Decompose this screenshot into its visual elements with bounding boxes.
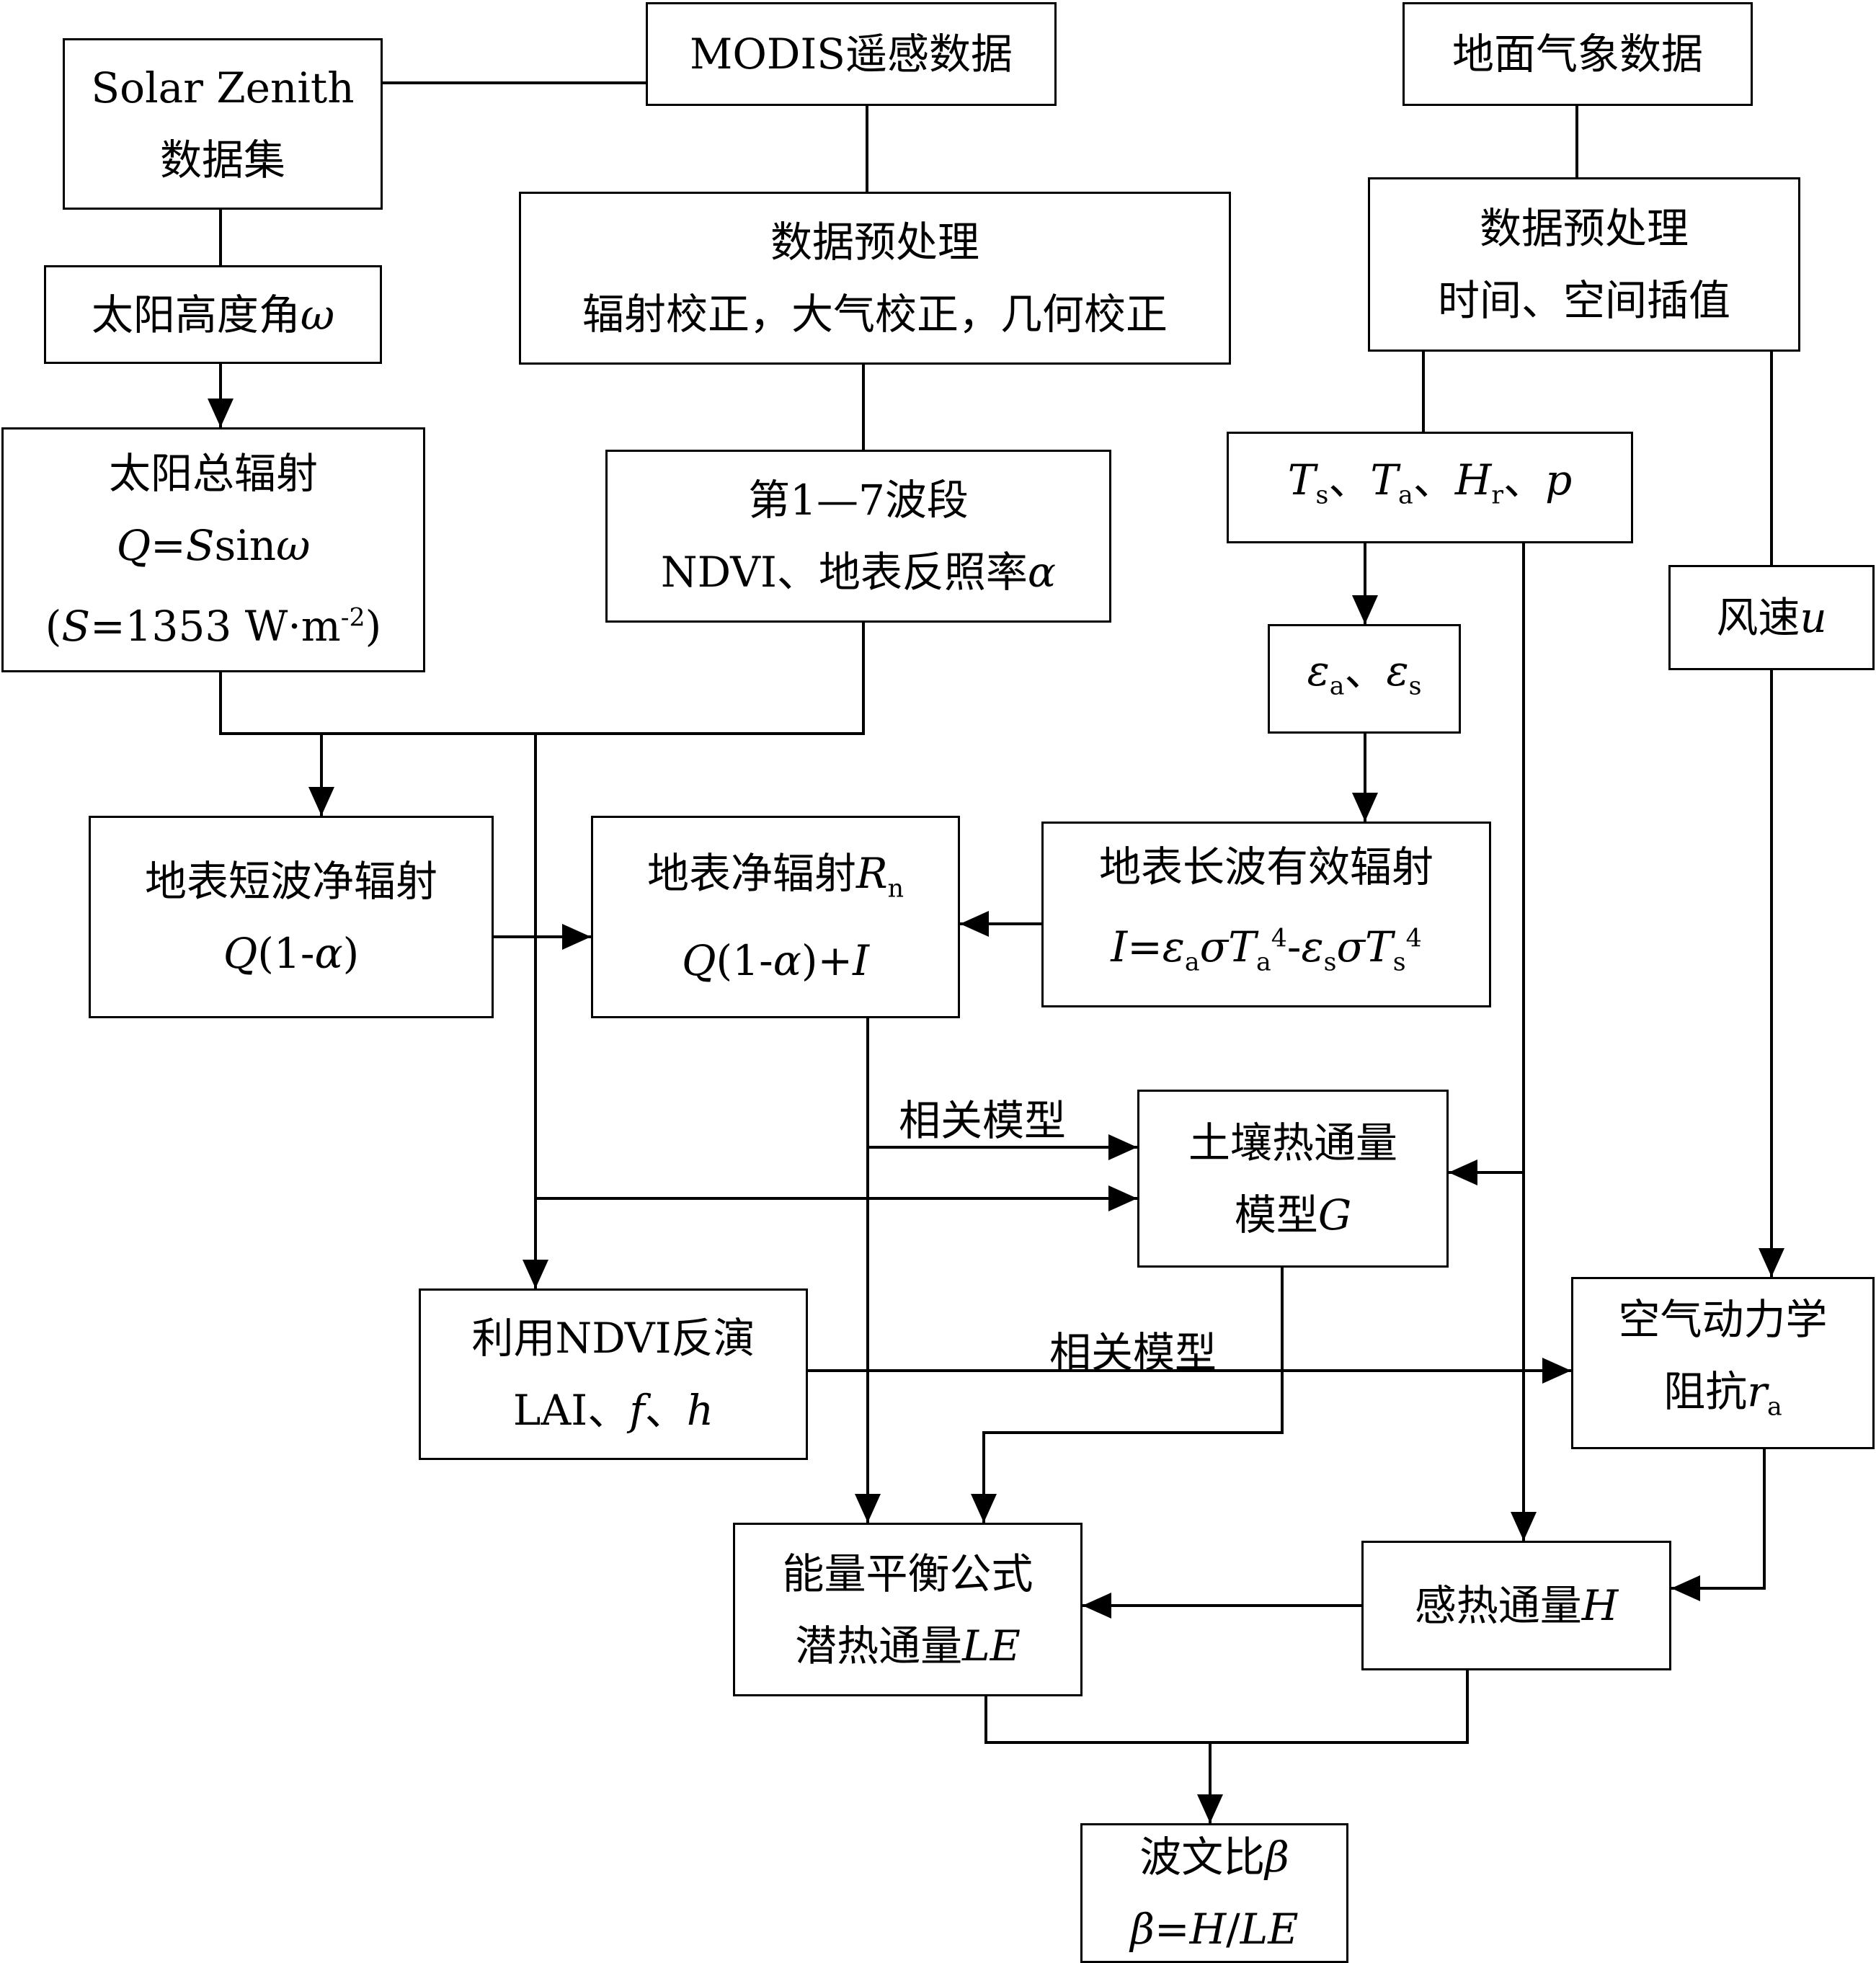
node-shortwave: 地表短波净辐射 Q(1-α) bbox=[89, 816, 494, 1018]
arrowhead-18 bbox=[1108, 1134, 1137, 1160]
arrowhead-16 bbox=[562, 924, 591, 950]
node-solar-zenith-line2: 数据集 bbox=[159, 135, 285, 184]
node-met-vars-line1: Ts、Ta、Hr、p bbox=[1287, 455, 1573, 510]
node-sensible-heat-line1: 感热通量H bbox=[1414, 1581, 1619, 1630]
node-sun-altitude-line1: 太阳高度角ω bbox=[91, 290, 335, 339]
node-bands: 第1—7波段 NDVI、地表反照率α bbox=[605, 450, 1111, 623]
node-preproc-modis-line2: 辐射校正，大气校正，几何校正 bbox=[582, 290, 1168, 339]
node-soil-heat-line2: 模型G bbox=[1234, 1190, 1352, 1239]
node-bowen-line2: β=H/LE bbox=[1130, 1905, 1299, 1954]
node-sensible-heat: 感热通量H bbox=[1361, 1541, 1671, 1670]
node-preproc-modis-line1: 数据预处理 bbox=[770, 218, 979, 267]
node-ndvi-inversion-line1: 利用NDVI反演 bbox=[471, 1314, 755, 1363]
node-shortwave-line1: 地表短波净辐射 bbox=[144, 856, 437, 906]
node-bands-line2: NDVI、地表反照率α bbox=[660, 548, 1057, 597]
node-total-radiation-line3: (S=1353 W·m-2) bbox=[45, 601, 382, 651]
node-soil-heat-line1: 土壤热通量 bbox=[1188, 1118, 1397, 1167]
arrowhead-10 bbox=[308, 787, 334, 816]
arrowhead-22 bbox=[1542, 1358, 1571, 1384]
node-longwave-line2: I=εaσTa4-εsσTs4 bbox=[1111, 922, 1422, 977]
node-sun-altitude: 太阳高度角ω bbox=[44, 265, 382, 364]
node-preproc-met: 数据预处理 时间、空间插值 bbox=[1368, 177, 1800, 352]
node-energy-balance: 能量平衡公式 潜热通量LE bbox=[733, 1523, 1083, 1696]
edge-label-related-model-aero: 相关模型 bbox=[1049, 1328, 1217, 1377]
node-bowen-line1: 波文比β bbox=[1139, 1833, 1289, 1882]
arrowhead-27 bbox=[1197, 1794, 1223, 1823]
node-energy-balance-line1: 能量平衡公式 bbox=[782, 1549, 1033, 1598]
node-ndvi-inversion: 利用NDVI反演 LAI、f、h bbox=[419, 1288, 808, 1460]
arrowhead-24 bbox=[1671, 1575, 1700, 1601]
node-preproc-modis: 数据预处理 辐射校正，大气校正，几何校正 bbox=[519, 192, 1231, 365]
node-aero-resist: 空气动力学 阻抗ra bbox=[1571, 1277, 1875, 1449]
node-bowen: 波文比β β=H/LE bbox=[1080, 1823, 1348, 1963]
node-wind-line1: 风速u bbox=[1716, 593, 1827, 642]
arrowhead-15 bbox=[960, 911, 989, 937]
node-longwave-line1: 地表长波有效辐射 bbox=[1098, 842, 1433, 891]
node-emissivity: εa、εs bbox=[1268, 624, 1461, 734]
node-bands-line1: 第1—7波段 bbox=[748, 476, 969, 525]
node-total-radiation: 太阳总辐射 Q=Ssinω (S=1353 W·m-2) bbox=[1, 427, 425, 672]
node-met-vars: Ts、Ta、Hr、p bbox=[1227, 432, 1633, 543]
connector-arrow-23 bbox=[982, 1268, 1284, 1523]
arrowhead-25 bbox=[1083, 1593, 1111, 1619]
node-preproc-met-line2: 时间、空间插值 bbox=[1437, 276, 1730, 325]
arrowhead-13 bbox=[1352, 595, 1378, 624]
arrowhead-14 bbox=[1352, 793, 1378, 822]
arrowhead-19 bbox=[1511, 1512, 1537, 1541]
connector-line-9 bbox=[219, 623, 865, 735]
arrowhead-17 bbox=[855, 1494, 881, 1523]
node-modis: MODIS遥感数据 bbox=[646, 2, 1057, 106]
connector-arrow-24 bbox=[1671, 1449, 1766, 1590]
node-modis-line1: MODIS遥感数据 bbox=[689, 30, 1013, 79]
arrowhead-11 bbox=[523, 1260, 548, 1288]
node-aero-resist-line2: 阻抗ra bbox=[1663, 1366, 1782, 1422]
arrowhead-12 bbox=[1108, 1185, 1137, 1211]
edge-label-related-model-soil: 相关模型 bbox=[899, 1096, 1067, 1145]
node-aero-resist-line1: 空气动力学 bbox=[1618, 1294, 1828, 1344]
arrowhead-5 bbox=[208, 399, 234, 427]
node-wind: 风速u bbox=[1668, 565, 1875, 670]
node-soil-heat: 土壤热通量 模型G bbox=[1137, 1090, 1449, 1268]
node-longwave: 地表长波有效辐射 I=εaσTa4-εsσTs4 bbox=[1041, 822, 1491, 1007]
node-solar-zenith: Solar Zenith 数据集 bbox=[63, 38, 383, 210]
node-emissivity-line1: εa、εs bbox=[1307, 646, 1422, 701]
node-preproc-met-line1: 数据预处理 bbox=[1479, 204, 1689, 253]
arrowhead-21 bbox=[1759, 1248, 1784, 1277]
connector-line-26 bbox=[984, 1670, 1469, 1744]
node-shortwave-line2: Q(1-α) bbox=[223, 928, 360, 978]
node-total-radiation-line2: Q=Ssinω bbox=[116, 521, 311, 571]
node-net-radiation-line2: Q(1-α)+I bbox=[681, 936, 870, 986]
node-solar-zenith-line1: Solar Zenith bbox=[91, 63, 355, 112]
node-energy-balance-line2: 潜热通量LE bbox=[795, 1621, 1021, 1670]
node-net-radiation: 地表净辐射Rn Q(1-α)+I bbox=[591, 816, 960, 1018]
node-net-radiation-line1: 地表净辐射Rn bbox=[646, 848, 904, 904]
node-ground-met-line1: 地面气象数据 bbox=[1452, 30, 1703, 79]
arrowhead-23 bbox=[971, 1494, 997, 1523]
node-ndvi-inversion-line2: LAI、f、h bbox=[512, 1386, 714, 1435]
node-total-radiation-line1: 太阳总辐射 bbox=[108, 449, 318, 499]
node-ground-met: 地面气象数据 bbox=[1402, 2, 1753, 106]
arrowhead-20 bbox=[1449, 1159, 1477, 1185]
